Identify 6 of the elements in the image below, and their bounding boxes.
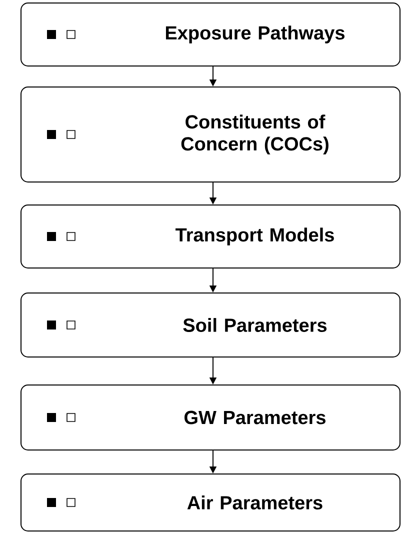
process-box: Transport Models bbox=[20, 204, 400, 268]
process-box: GW Parameters bbox=[20, 384, 400, 450]
process-box: Soil Parameters bbox=[20, 292, 400, 358]
process-box: Air Parameters bbox=[20, 474, 400, 532]
process-box: Exposure Pathways bbox=[20, 2, 400, 66]
process-box: Constituents of Concern (COCs) bbox=[20, 86, 400, 182]
